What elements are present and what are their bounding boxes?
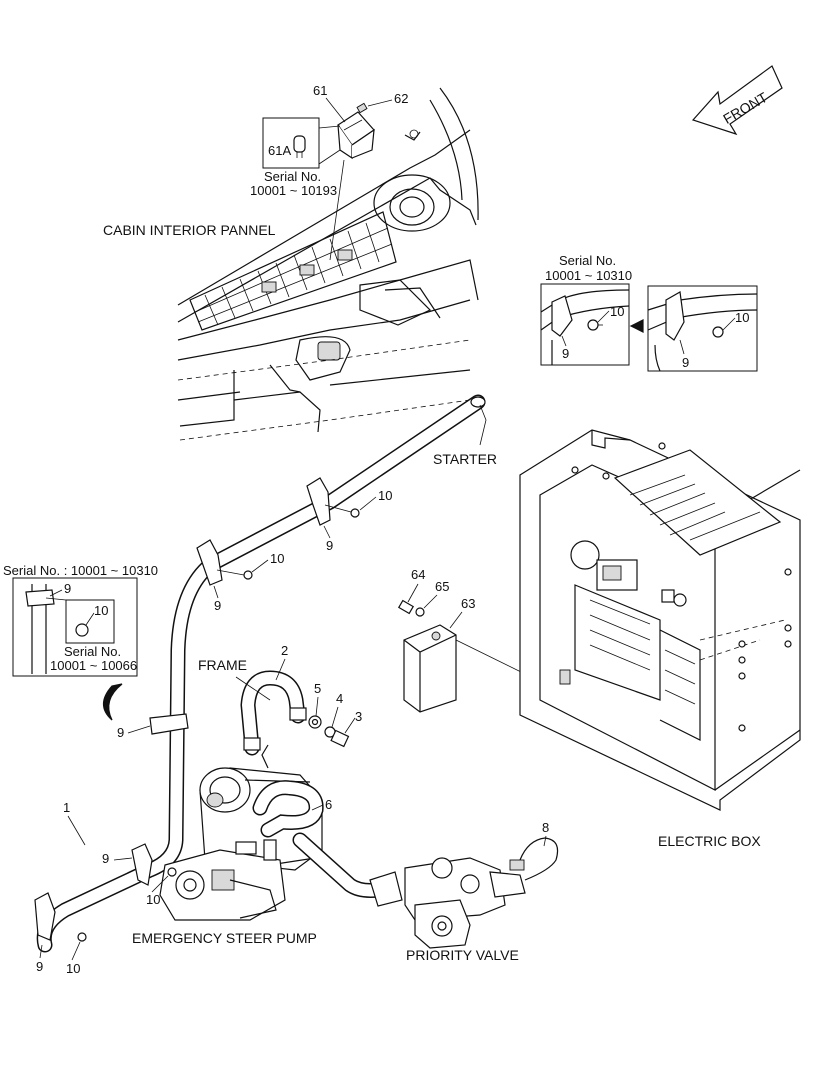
callout-10-bottom-left: 10 <box>66 961 80 976</box>
hose-clamp-bottom-left <box>34 892 87 942</box>
label-frame: FRAME <box>198 657 247 673</box>
callout-9-left-inset: 9 <box>64 581 71 596</box>
hose-clamp-middle <box>196 539 253 586</box>
callout-61: 61 <box>313 83 327 98</box>
clamp-inset-left <box>12 577 138 677</box>
hose-clamp-pump <box>131 843 177 886</box>
callout-63: 63 <box>461 596 475 611</box>
callout-1: 1 <box>63 800 70 815</box>
callout-4: 4 <box>336 691 343 706</box>
label-starter: STARTER <box>433 451 497 467</box>
priority-valve <box>369 837 559 949</box>
callout-64: 64 <box>411 567 425 582</box>
callout-10-pump: 10 <box>146 892 160 907</box>
cabin-panel-vent-grille <box>189 211 397 331</box>
callout-9-pump: 9 <box>102 851 109 866</box>
callout-9-bottom-left: 9 <box>36 959 43 974</box>
clamp-left-serial-label: Serial No. : 10001 ~ 10310 <box>3 563 158 578</box>
clamp-right-serial-label: Serial No. <box>559 253 616 268</box>
fitting-washers <box>308 715 350 748</box>
callout-9-upper: 9 <box>326 538 333 553</box>
callout-65: 65 <box>435 579 449 594</box>
emergency-steer-pump <box>159 744 323 921</box>
callout-9-right-inset-2: 9 <box>682 355 689 370</box>
clamp-inset-right-2 <box>647 285 758 372</box>
callout-9-lower-left: 9 <box>117 725 124 740</box>
label-electric-box: ELECTRIC BOX <box>658 833 761 849</box>
callout-10-middle: 10 <box>270 551 284 566</box>
switch-inset-part: 61A <box>268 143 291 158</box>
electric-box <box>519 429 801 811</box>
pump-hose-loop <box>252 780 324 838</box>
callout-6: 6 <box>325 797 332 812</box>
clamp-inset-right-1 <box>540 283 630 366</box>
callout-8: 8 <box>542 820 549 835</box>
label-priority-valve: PRIORITY VALVE <box>406 947 519 963</box>
switch-inset-box <box>262 117 341 169</box>
cabin-interior-panel-drawing <box>177 87 479 441</box>
clamp-left-inner-serial-label: Serial No. <box>64 644 121 659</box>
label-cabin-interior-panel: CABIN INTERIOR PANNEL <box>103 222 276 238</box>
label-emergency-steer-pump: EMERGENCY STEER PUMP <box>132 930 317 946</box>
switch-inset-serial-label: Serial No. <box>264 169 321 184</box>
clamp-left-inner-serial-range: 10001 ~ 10066 <box>50 658 137 673</box>
switch-inset-serial-range: 10001 ~ 10193 <box>250 183 337 198</box>
callout-5: 5 <box>314 681 321 696</box>
callout-2: 2 <box>281 643 288 658</box>
callout-9-middle: 9 <box>214 598 221 613</box>
rocker-switch-part <box>329 102 375 261</box>
callout-3: 3 <box>355 709 362 724</box>
frame-hose <box>240 670 307 756</box>
priority-valve-hose <box>292 832 386 898</box>
hose-clamp-upper <box>306 477 360 526</box>
callout-62: 62 <box>394 91 408 106</box>
callout-10-upper: 10 <box>378 488 392 503</box>
callout-10-left-inset: 10 <box>94 603 108 618</box>
hose-clamp-lower-left <box>149 713 189 735</box>
clamp-right-serial-range: 10001 ~ 10310 <box>545 268 632 283</box>
relay-module <box>397 599 457 713</box>
front-direction-arrow: FRONT <box>691 65 783 136</box>
callout-10-right-inset-1: 10 <box>610 304 624 319</box>
callout-10-right-inset-2: 10 <box>735 310 749 325</box>
callout-9-right-inset-1: 9 <box>562 346 569 361</box>
